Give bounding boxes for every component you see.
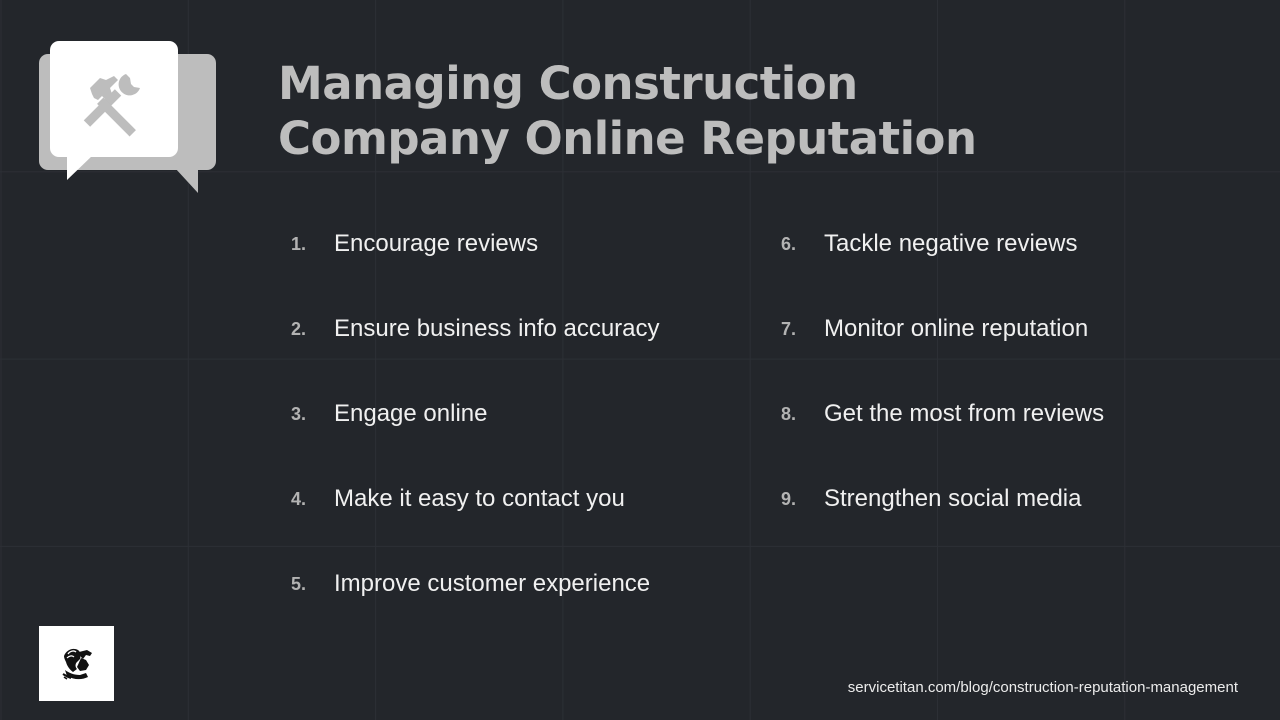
item-label: Make it easy to contact you [334,485,625,512]
list-item: 5. Improve customer experience [270,562,660,647]
list-item: 9. Strengthen social media [760,477,1104,562]
item-label: Monitor online reputation [824,315,1089,342]
item-number: 7. [780,319,796,339]
item-label: Engage online [334,400,488,427]
titan-figure-logo-icon [61,648,92,680]
list-item: 2. Ensure business info accuracy [270,307,660,392]
item-number: 5. [290,574,306,594]
item-label: Get the most from reviews [824,400,1105,427]
item-label: Ensure business info accuracy [334,315,660,342]
page-title: Managing Construction Company Online Rep… [278,56,977,166]
list-item: 4. Make it easy to contact you [270,477,660,562]
list-item: 3. Engage online [270,392,660,477]
item-number: 3. [290,404,306,424]
item-number: 9. [780,489,796,509]
list-item: 6. Tackle negative reviews [760,222,1104,307]
list-item: 7. Monitor online reputation [760,307,1104,392]
tips-list-right: 6. Tackle negative reviews 7. Monitor on… [760,222,1104,562]
title-line-1: Managing Construction [278,57,858,110]
item-number: 1. [290,234,306,254]
list-item: 8. Get the most from reviews [760,392,1104,477]
item-number: 4. [290,489,306,509]
brand-logo [39,626,114,701]
item-label: Strengthen social media [824,485,1082,512]
item-number: 8. [780,404,796,424]
item-label: Encourage reviews [334,230,539,257]
item-label: Improve customer experience [334,570,651,597]
source-url: servicetitan.com/blog/construction-reput… [847,679,1238,696]
title-line-2: Company Online Reputation [278,112,977,165]
list-item: 1. Encourage reviews [270,222,660,307]
item-label: Tackle negative reviews [824,230,1078,257]
tips-list-left: 1. Encourage reviews 2. Ensure business … [270,222,660,647]
item-number: 2. [290,319,306,339]
speech-bubbles-icon [39,41,216,193]
hammer-wrench-icon [83,74,140,137]
item-number: 6. [780,234,796,254]
